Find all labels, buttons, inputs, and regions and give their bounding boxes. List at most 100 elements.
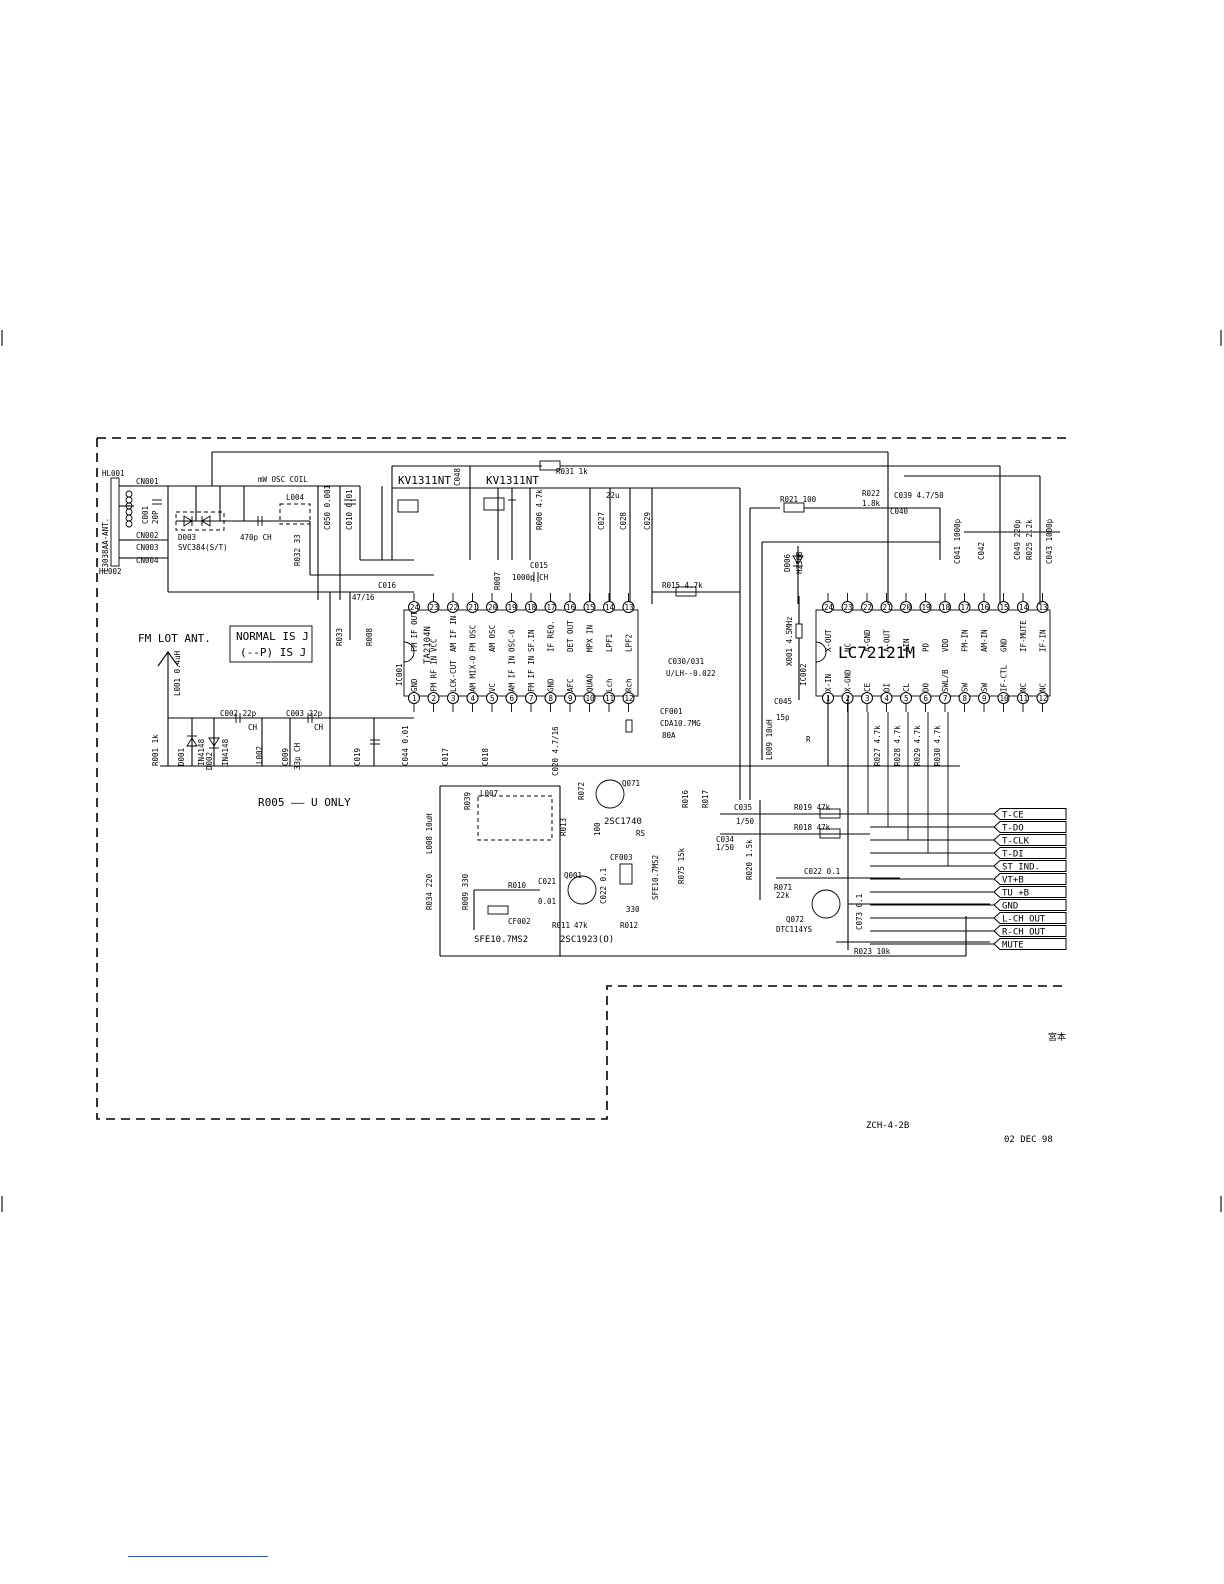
- connector-label: GND: [1002, 902, 1018, 912]
- ic001-bottom-pin-number-9: 9: [568, 694, 573, 703]
- c041-label: C041 1000p: [953, 518, 962, 564]
- mw-osc-coil-label: mW OSC COIL: [258, 475, 308, 484]
- in4148-a-label: IN4148: [197, 738, 206, 766]
- c029-label: C029: [643, 512, 652, 530]
- d001-label: D001: [177, 748, 186, 766]
- ic001-top-pin-name-21: FM OSC: [469, 625, 478, 652]
- q001-part: 2SC1923(O): [560, 935, 614, 945]
- ic002-bottom-pin-name-11: NC: [1019, 683, 1028, 692]
- svc-label: SVC384(S/T): [178, 543, 228, 552]
- c045-value: 15p: [776, 713, 790, 722]
- c042-label: C042: [977, 542, 986, 560]
- r022-value: 1.8k: [862, 499, 881, 508]
- ic001-top-pin-20: [486, 601, 498, 613]
- c002-label: C002 22p: [220, 709, 257, 718]
- ic002-top-pin-number-21: 21: [883, 603, 892, 612]
- ic002-top-pin-name-21: A-OUT: [883, 629, 892, 652]
- r071-value: 22k: [776, 891, 790, 900]
- ic001-bottom-pin-name-6: AM IF IN: [508, 656, 517, 692]
- r016-label: R016: [681, 789, 690, 808]
- ic001-bottom-pin-number-6: 6: [510, 694, 515, 703]
- r071-label: R071: [774, 883, 792, 892]
- ic001-bottom-pin-4: [466, 692, 479, 704]
- kv-right-label: KV1311NT: [486, 474, 539, 487]
- ic002-top-pin-23: [841, 601, 854, 613]
- ic002-bottom-pin-name-8: SW: [961, 682, 970, 692]
- ic001-top-pin-number-14: 14: [605, 603, 615, 612]
- ic001-bottom-pin-1: [408, 692, 420, 704]
- connector-terminal: [993, 873, 1067, 885]
- ic002-top-pin-name-20: AIN: [902, 638, 911, 652]
- ic001-top-pin-name-18: SF.IN: [527, 629, 536, 652]
- ic002-top-pin-16: [978, 601, 990, 613]
- r008-label: R008: [365, 627, 374, 646]
- val-100: 100: [593, 822, 602, 836]
- ic002-top-pin-number-15: 15: [1000, 603, 1009, 612]
- ic001-top-pin-number-13: 13: [625, 603, 634, 612]
- ic001-top-pin-17: [544, 601, 557, 613]
- ic001-bottom-pin-number-11: 11: [605, 694, 614, 703]
- c035-label: C035: [734, 803, 752, 812]
- connector-label: R-CH OUT: [1002, 928, 1046, 938]
- r027-label: R027 4.7k: [873, 725, 882, 766]
- l008-label: L008 10uH: [425, 813, 434, 854]
- ic002-top-pin-number-20: 20: [902, 603, 912, 612]
- ic002-top-pin-name-22: A-GND: [863, 629, 872, 652]
- r015-label: R015 4.7k: [662, 581, 703, 590]
- l004-label: L004: [286, 493, 305, 502]
- ic001-bottom-pin-name-3: LCK-CUT: [449, 660, 458, 692]
- ic002-bottom-pin-7: [939, 692, 951, 704]
- ic001-bottom-pin-name-7: FM IF IN: [527, 656, 536, 692]
- r039-label: R039: [463, 792, 472, 810]
- ic001-top-pin-number-17: 17: [547, 603, 556, 612]
- ic002-bottom-pin-12: [1036, 692, 1049, 704]
- c019-label: C019: [353, 748, 362, 766]
- ic002: IC002 LC72121M 24X-OUT23NC22A-GND21A-OUT…: [799, 593, 1051, 712]
- normal-is-j-label: NORMAL IS J: [236, 630, 309, 643]
- sfe-left-label: SFE10.7MS2: [474, 935, 528, 945]
- r012-label: R012: [620, 921, 638, 930]
- ic002-top-pin-22: [861, 601, 873, 613]
- connector-label: VT+B: [1002, 876, 1024, 886]
- ic002-top-pin-15: [997, 601, 1010, 613]
- ic002-top-pin-14: [1017, 601, 1029, 613]
- ic001-bottom-pin-12: [622, 692, 635, 704]
- c045-label: C045: [774, 697, 792, 706]
- r-label-a: R: [806, 735, 811, 744]
- val-001-a: 0.01: [538, 897, 556, 906]
- connector-label: T-CLK: [1002, 837, 1030, 847]
- ic001-top-pin-14: [603, 601, 615, 613]
- q071-label: Q071: [622, 779, 640, 788]
- ic001-bottom-pin-2: [427, 692, 440, 704]
- ic001-top-pin-number-24: 24: [410, 603, 420, 612]
- cap-47-16-label: 47/16: [352, 593, 375, 602]
- ic002-bottom-pin-6: [919, 692, 932, 704]
- c073-label: C073 0.1: [855, 894, 864, 930]
- r023-label: R023 10k: [854, 947, 891, 956]
- ic001-bottom-pin-name-9: AFC: [566, 678, 575, 692]
- ic002-top-pin-name-23: NC: [844, 643, 853, 652]
- control-section: R016 R017 C035 1/50 C034 1/50 R019 47k R…: [681, 789, 990, 956]
- ic002-bottom-pin-name-6: DO: [922, 682, 931, 692]
- r030-label: R030 4.7k: [933, 725, 942, 766]
- ic001-top-pin-name-22: AM IF IN: [449, 616, 458, 652]
- ic001-bottom-pin-6: [505, 692, 518, 704]
- ch-label-a: CH: [248, 723, 258, 732]
- l009-label: L009 10uH: [765, 719, 774, 760]
- c039-label: C039 4.7/50: [894, 491, 944, 500]
- ic001-bottom-pin-number-7: 7: [529, 694, 534, 703]
- ic002-bottom-pin-number-11: 11: [1019, 694, 1028, 703]
- title-block: 宮本 ZCH-4-2B 02 DEC 98: [866, 1031, 1066, 1145]
- ic001-bottom-pin-number-5: 5: [490, 694, 495, 703]
- c030-label: C030/031: [668, 657, 704, 666]
- ic001-top-pin-13: [622, 601, 635, 613]
- ic001-top-pin-18: [525, 601, 537, 613]
- r020-label: R020 1.5k: [745, 839, 754, 880]
- c040-label: C040: [890, 507, 909, 516]
- ic001-bottom-pin-5: [486, 692, 498, 704]
- ic001-bottom-pin-name-10: QUAD: [586, 673, 595, 692]
- p-is-j-label: (--P) IS J: [240, 646, 306, 659]
- ic001-top-pin-name-15: MPX IN: [586, 625, 595, 652]
- ic002-bottom-pin-name-5: CL: [902, 682, 911, 692]
- c034-label: C034: [716, 835, 735, 844]
